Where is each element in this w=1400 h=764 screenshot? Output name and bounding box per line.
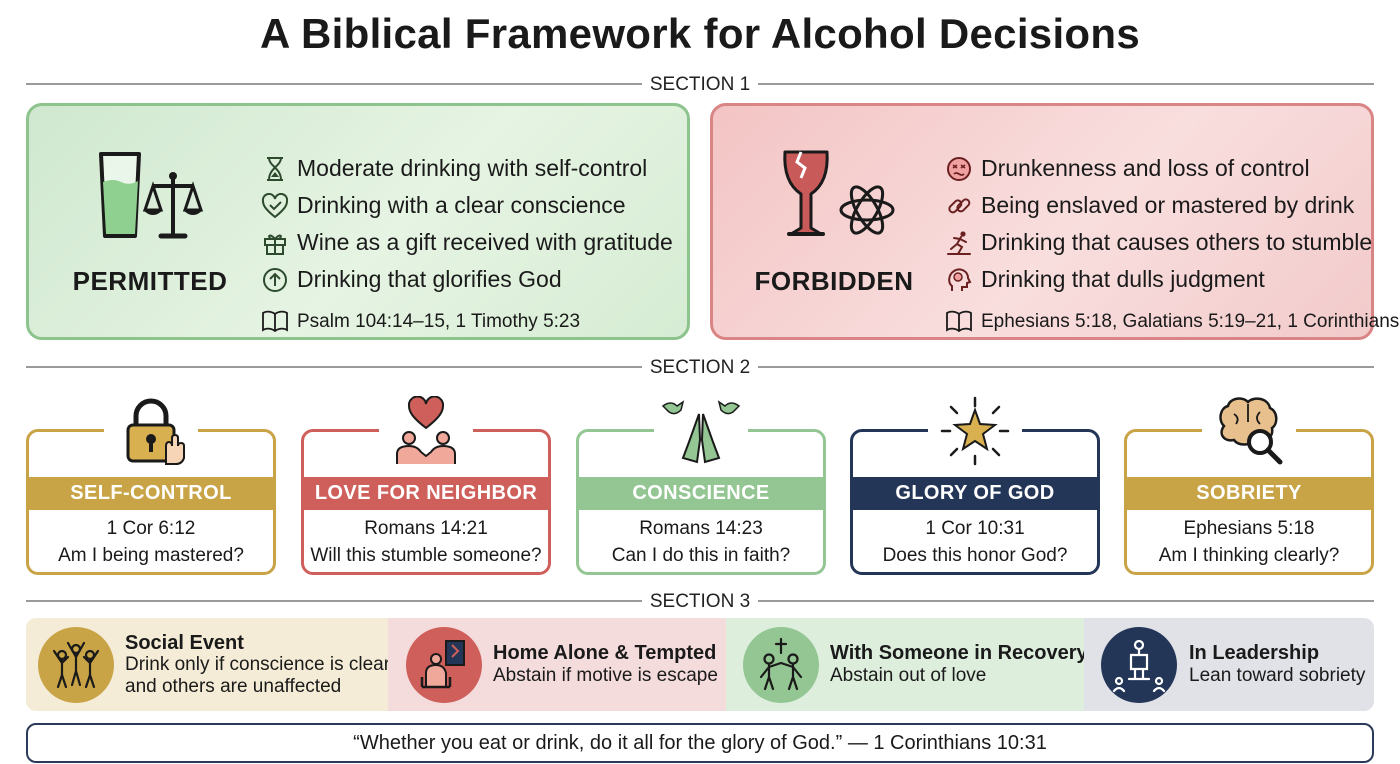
scenario-description: Abstain out of love: [830, 665, 986, 687]
principle-reference: Romans 14:23: [639, 518, 763, 539]
scenario-description: Drink only if conscience is clear and ot…: [125, 654, 390, 698]
forbidden-item: Being enslaved or mastered by drink: [945, 187, 1372, 224]
scenario-description: Lean toward sobriety: [1189, 665, 1365, 687]
principle-name: LOVE FOR NEIGHBOR: [304, 477, 548, 510]
forbidden-item: Drunkenness and loss of control: [945, 150, 1372, 187]
divider-line: [758, 366, 1374, 368]
principle-card-conscience: CONSCIENCE Romans 14:23 Can I do this in…: [576, 396, 826, 575]
principle-name: GLORY OF GOD: [853, 477, 1097, 510]
principle-question: Will this stumble someone?: [310, 545, 542, 566]
celebrating-people-icon: [38, 627, 114, 703]
divider-line: [758, 600, 1374, 602]
section-3-divider: SECTION 3: [26, 591, 1374, 612]
scenario-title: In Leadership: [1189, 642, 1320, 664]
principle-question: Does this honor God?: [882, 545, 1068, 566]
permitted-refs-text: Psalm 104:14–15, 1 Timothy 5:23: [297, 311, 581, 332]
section-1-divider: SECTION 1: [26, 74, 1374, 95]
forbidden-item-text: Drinking that dulls judgment: [981, 266, 1265, 292]
section-1-label: SECTION 1: [649, 74, 751, 95]
permitted-item-text: Wine as a gift received with gratitude: [297, 229, 673, 255]
forbidden-item-text: Drunkenness and loss of control: [981, 155, 1310, 181]
scenario-description-line: Drink only if conscience is clear: [125, 654, 391, 675]
gift-icon: [261, 229, 289, 257]
forbidden-item-text: Being enslaved or mastered by drink: [981, 192, 1355, 218]
forbidden-label: FORBIDDEN: [754, 266, 914, 296]
scenario-recovery: With Someone in Recovery Abstain out of …: [726, 618, 1088, 711]
scripture-quote: “Whether you eat or drink, do it all for…: [26, 723, 1374, 763]
principle-reference: Ephesians 5:18: [1183, 518, 1315, 539]
principle-question: Am I being mastered?: [58, 545, 244, 566]
scenario-social-event: Social Event Drink only if conscience is…: [26, 618, 390, 711]
scenario-description-line: Lean toward sobriety: [1189, 665, 1366, 686]
principle-card-self-control: SELF-CONTROL 1 Cor 6:12 Am I being maste…: [26, 396, 276, 575]
scenario-title: Social Event: [125, 632, 244, 654]
scenario-leadership: In Leadership Lean toward sobriety: [1084, 618, 1374, 711]
support-cross-icon: [743, 627, 819, 703]
forbidden-refs-text: Ephesians 5:18, Galatians 5:19–21, 1 Cor…: [981, 311, 1400, 332]
section-2-divider: SECTION 2: [26, 357, 1374, 378]
heart-check-icon: [261, 192, 289, 220]
scenario-description: Abstain if motive is escape: [493, 665, 718, 687]
open-book-icon: [945, 310, 973, 334]
scenario-title: Home Alone & Tempted: [493, 642, 717, 664]
principle-reference: 1 Cor 10:31: [925, 518, 1025, 539]
permitted-item-text: Moderate drinking with self-control: [297, 155, 648, 181]
permitted-item-text: Drinking with a clear conscience: [297, 192, 626, 218]
radiant-star-icon: [928, 396, 1022, 466]
broken-glass-and-knot-icon: [775, 148, 905, 248]
permitted-list: Moderate drinking with self-control Drin…: [261, 150, 673, 298]
principle-reference: 1 Cor 6:12: [106, 518, 196, 539]
praying-hands-doves-icon: [654, 396, 748, 466]
divider-line: [758, 83, 1374, 85]
permitted-panel: PERMITTED Moderate drinking with self-co…: [26, 103, 690, 340]
brain-magnifier-icon: [1202, 396, 1296, 466]
chain-link-icon: [945, 192, 973, 220]
forbidden-panel: FORBIDDEN Drunkenness and loss of contro…: [710, 103, 1400, 340]
forbidden-item-text: Drinking that causes others to stumble: [981, 229, 1373, 255]
scenario-title: With Someone in Recovery: [830, 642, 1088, 664]
glass-and-scales-icon: [91, 148, 221, 248]
scenario-description-line: and others are unaffected: [125, 676, 342, 697]
principle-name: SELF-CONTROL: [29, 477, 273, 510]
padlock-hand-icon: [104, 396, 198, 466]
open-book-icon: [261, 310, 289, 334]
scenario-description-line: Abstain out of love: [830, 665, 987, 686]
heart-people-icon: [379, 396, 473, 466]
forbidden-list: Drunkenness and loss of control Being en…: [945, 150, 1372, 298]
head-brain-icon: [945, 266, 973, 294]
divider-line: [26, 366, 642, 368]
scenario-home-alone: Home Alone & Tempted Abstain if motive i…: [388, 618, 726, 711]
dizzy-face-icon: [945, 155, 973, 183]
arrow-up-circle-icon: [261, 266, 289, 294]
divider-line: [26, 83, 642, 85]
principle-question: Can I do this in faith?: [611, 545, 791, 566]
hourglass-icon: [261, 155, 289, 183]
permitted-item: Wine as a gift received with gratitude: [261, 224, 673, 261]
permitted-item-text: Drinking that glorifies God: [297, 266, 562, 292]
forbidden-references: Ephesians 5:18, Galatians 5:19–21, 1 Cor…: [945, 310, 1400, 334]
person-alone-icon: [406, 627, 482, 703]
principle-name: SOBRIETY: [1127, 477, 1371, 510]
principle-name: CONSCIENCE: [579, 477, 823, 510]
scenario-description-line: Abstain if motive is escape: [493, 665, 718, 686]
forbidden-item: Drinking that dulls judgment: [945, 261, 1372, 298]
principle-question: Am I thinking clearly?: [1158, 545, 1340, 566]
principle-card-glory-of-god: GLORY OF GOD 1 Cor 10:31 Does this honor…: [850, 396, 1100, 575]
section-2-label: SECTION 2: [649, 357, 751, 378]
permitted-item: Drinking that glorifies God: [261, 261, 673, 298]
forbidden-item: Drinking that causes others to stumble: [945, 224, 1372, 261]
divider-line: [26, 600, 642, 602]
principle-reference: Romans 14:21: [364, 518, 488, 539]
podium-leader-icon: [1101, 627, 1177, 703]
principle-card-love-for-neighbor: LOVE FOR NEIGHBOR Romans 14:21 Will this…: [301, 396, 551, 575]
permitted-item: Moderate drinking with self-control: [261, 150, 673, 187]
permitted-item: Drinking with a clear conscience: [261, 187, 673, 224]
permitted-label: PERMITTED: [72, 266, 228, 296]
permitted-references: Psalm 104:14–15, 1 Timothy 5:23: [261, 310, 580, 334]
page-title: A Biblical Framework for Alcohol Decisio…: [259, 10, 1141, 57]
section-3-label: SECTION 3: [649, 591, 751, 612]
principle-card-sobriety: SOBRIETY Ephesians 5:18 Am I thinking cl…: [1124, 396, 1374, 575]
stumbling-person-icon: [945, 229, 973, 257]
